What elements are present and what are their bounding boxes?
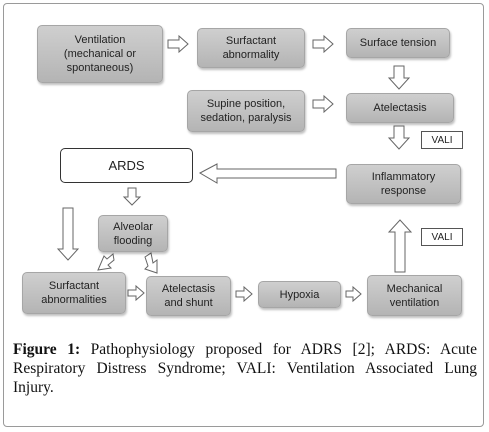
arrow-atelectasis-to-inflammatory <box>387 125 411 150</box>
node-inflammatory-response: Inflammatory response <box>346 164 461 204</box>
node-mechanical-ventilation: Mechanical ventilation <box>367 275 462 316</box>
node-surface-tension: Surface tension <box>346 28 450 58</box>
node-supine: Supine position, sedation, paralysis <box>187 90 305 132</box>
arrow-mechanical-to-inflammatory <box>387 219 413 273</box>
vali-label-lower: VALI <box>421 228 463 246</box>
arrow-alveolar-to-atelectasis-shunt <box>144 252 158 274</box>
node-ventilation: Ventilation (mechanical or spontaneous) <box>37 25 163 83</box>
caption-text: Pathophysiology proposed for ADRS [2]; A… <box>13 341 477 396</box>
node-atelectasis-shunt: Atelectasis and shunt <box>146 276 231 316</box>
arrow-ards-to-alveolar <box>122 187 142 206</box>
arrow-inflammatory-to-ards <box>198 163 337 184</box>
arrow-surfactant-to-surface-tension <box>312 34 334 54</box>
arrow-ards-to-surfactant-abnormalities <box>56 207 80 261</box>
node-ards: ARDS <box>60 148 193 183</box>
node-atelectasis: Atelectasis <box>346 93 454 123</box>
vali-label-upper: VALI <box>421 131 463 149</box>
node-hypoxia: Hypoxia <box>258 281 341 308</box>
arrow-ventilation-to-surfactant <box>167 34 189 54</box>
caption-label: Figure 1: <box>13 341 81 358</box>
node-surfactant-abnormalities: Surfactant abnormalities <box>22 272 126 314</box>
arrow-atelectasis-shunt-to-hypoxia <box>235 285 253 303</box>
arrow-supine-to-atelectasis <box>312 94 334 114</box>
arrow-surface-tension-to-atelectasis <box>387 65 411 90</box>
node-alveolar-flooding: Alveolar flooding <box>98 215 168 252</box>
arrow-surfactant-to-atelectasis-shunt <box>127 284 145 302</box>
arrow-alveolar-to-surfactant-abnormalities <box>97 253 115 271</box>
node-surfactant-abnormality: Surfactant abnormality <box>197 28 305 68</box>
figure-caption: Figure 1: Pathophysiology proposed for A… <box>13 340 477 397</box>
arrow-hypoxia-to-mechanical <box>345 285 362 303</box>
